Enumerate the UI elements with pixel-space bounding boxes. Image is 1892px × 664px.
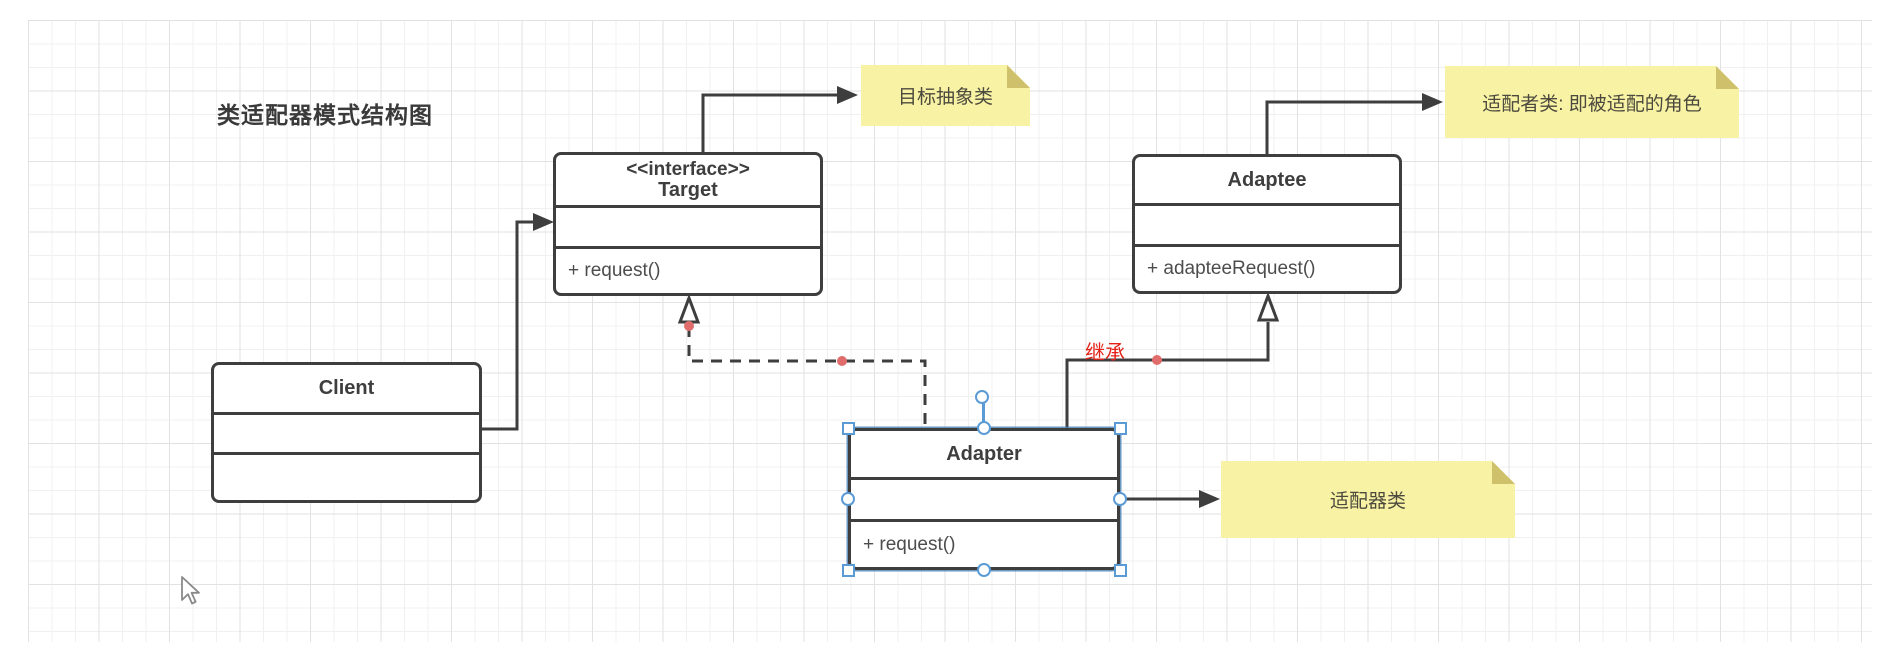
selection-handle-top-left[interactable] xyxy=(842,422,855,435)
client-name: Client xyxy=(318,377,375,399)
note-adapter-class[interactable]: 适配器类 xyxy=(1221,461,1515,538)
inheritance-edge-label: 继承 xyxy=(1085,342,1125,364)
mouse-cursor xyxy=(181,576,200,605)
selection-handle-bottom-right[interactable] xyxy=(1114,564,1127,577)
note-arrow-adaptee[interactable] xyxy=(1265,93,1443,154)
adaptee-name: Adaptee xyxy=(1227,168,1307,191)
target-header: <<interface>> Target xyxy=(556,155,820,205)
note-arrow-adapter[interactable] xyxy=(1120,490,1220,508)
adaptee-attributes xyxy=(1135,203,1399,244)
client-attributes xyxy=(214,412,479,452)
red-waypoint-dot[interactable] xyxy=(684,321,694,331)
note-target-abstract-class[interactable]: 目标抽象类 xyxy=(861,65,1030,126)
selection-handle-top-right[interactable] xyxy=(1114,422,1127,435)
adaptee-methods: + adapteeRequest() xyxy=(1135,244,1399,291)
target-name: Target xyxy=(658,179,718,201)
class-box-target[interactable]: <<interface>> Target + request() xyxy=(553,152,823,296)
target-attributes xyxy=(556,205,820,246)
red-waypoint-dot[interactable] xyxy=(1152,355,1162,365)
target-methods: + request() xyxy=(556,246,820,293)
red-waypoint-dot[interactable] xyxy=(837,356,847,366)
note-text: 适配器类 xyxy=(1329,491,1406,512)
rotation-handle-stem xyxy=(982,400,985,426)
client-methods xyxy=(214,452,479,500)
selection-handle-left-mid[interactable] xyxy=(841,492,855,506)
note-arrowhead xyxy=(1422,93,1443,111)
target-stereotype: <<interface>> xyxy=(626,159,750,180)
hollow-triangle-arrowhead xyxy=(1256,291,1280,322)
class-box-client[interactable]: Client xyxy=(211,362,482,503)
association-client-target[interactable] xyxy=(481,213,554,431)
selection-handle-bottom-left[interactable] xyxy=(842,564,855,577)
hollow-triangle-arrowhead xyxy=(677,293,701,324)
realization-adapter-target[interactable] xyxy=(677,293,927,428)
selection-handle-right-mid[interactable] xyxy=(1113,492,1127,506)
note-adaptee-role[interactable]: 适配者类: 即被适配的角色 xyxy=(1445,66,1739,138)
inheritance-adapter-adaptee[interactable] xyxy=(1065,291,1280,428)
selection-handle-top-mid[interactable] xyxy=(977,421,991,435)
class-box-adaptee[interactable]: Adaptee + adapteeRequest() xyxy=(1132,154,1402,294)
adapter-methods: + request() xyxy=(851,519,1117,567)
note-text: 目标抽象类 xyxy=(897,87,993,108)
note-arrowhead xyxy=(837,86,858,104)
rotation-handle[interactable] xyxy=(975,390,989,404)
adapter-name: Adapter xyxy=(946,442,1022,465)
association-arrowhead xyxy=(533,213,554,231)
diagram-title: 类适配器模式结构图 xyxy=(217,102,433,128)
note-text: 适配者类: 即被适配的角色 xyxy=(1482,93,1702,115)
note-arrow-target[interactable] xyxy=(701,86,858,152)
adapter-attributes xyxy=(851,477,1117,519)
class-box-adapter[interactable]: Adapter + request() xyxy=(848,428,1120,570)
selection-handle-bottom-mid[interactable] xyxy=(977,563,991,577)
note-arrowhead xyxy=(1199,490,1220,508)
